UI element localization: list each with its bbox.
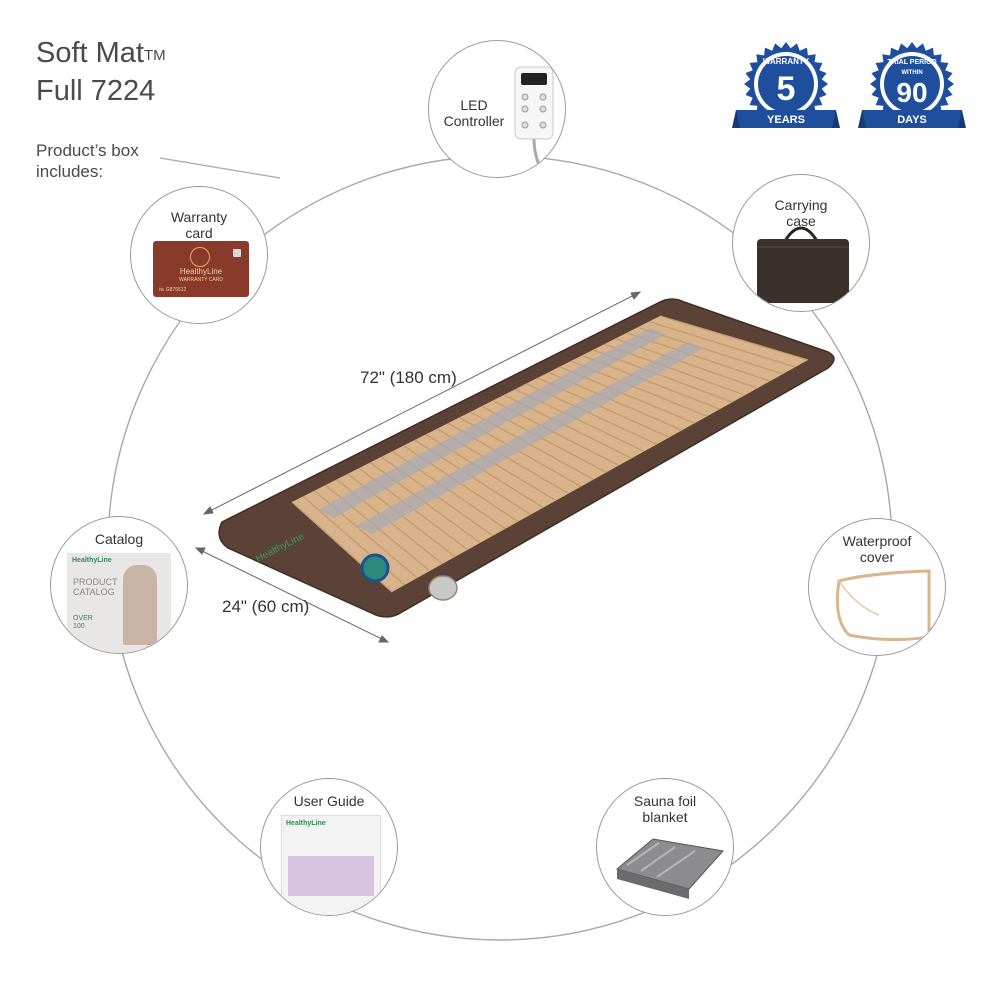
trial-badge-top: TRIAL PERIOD <box>887 59 936 66</box>
width-dimension: 24" (60 cm) <box>222 597 310 616</box>
product-title: Soft MatTM Full 7224 <box>36 34 166 110</box>
user-guide-image: HealthyLine <box>281 815 381 915</box>
sauna-blanket-icon <box>615 838 724 899</box>
trial-badge-number: 90 <box>896 77 927 108</box>
led-controller-icon <box>514 66 554 177</box>
trial-badge-bottom: DAYS <box>897 114 927 126</box>
mat-connector-plug <box>428 575 458 601</box>
user-guide-photo <box>288 856 374 896</box>
box-connector-line <box>159 157 281 179</box>
dimension-arrows <box>194 291 642 643</box>
mat-ridge <box>648 320 796 368</box>
warranty-badge-top: WARRANTY <box>763 57 810 66</box>
trademark: TM <box>144 47 166 64</box>
mat-ridge <box>659 315 809 361</box>
card-chip <box>233 249 241 257</box>
trial-badge-within: WITHIN <box>901 70 922 76</box>
warranty-badge-number: 5 <box>777 70 796 108</box>
warranty-card-logo-icon <box>190 247 210 267</box>
catalog-photo <box>123 565 157 645</box>
title-line1: Soft Mat <box>36 37 144 69</box>
trial-badge: TRIAL PERIOD WITHIN 90 DAYS <box>858 42 966 128</box>
warranty-card-image: HealthyLine WARRANTY CARD № G876612 <box>153 241 249 297</box>
length-dimension: 72" (180 cm) <box>360 368 457 387</box>
mat-logo-icon <box>360 553 390 583</box>
stone-row-2 <box>356 342 704 534</box>
warranty-badge-bottom: YEARS <box>767 114 805 126</box>
title-line2: Full 7224 <box>36 75 156 107</box>
user-guide-label: User Guide <box>293 793 365 809</box>
stone-row-1 <box>318 328 666 518</box>
carrying-case-icon <box>757 226 849 303</box>
warranty-badge: WARRANTY 5 YEARS <box>732 42 840 128</box>
user-guide-node: User Guide HealthyLine <box>260 778 398 916</box>
waterproof-cover-icon <box>835 569 931 642</box>
heat-mat: HealthyLine <box>218 298 835 618</box>
box-includes-label: Product’s box includes: <box>36 141 139 181</box>
mat-surface <box>292 316 808 592</box>
catalog-label: Catalog <box>94 531 144 547</box>
